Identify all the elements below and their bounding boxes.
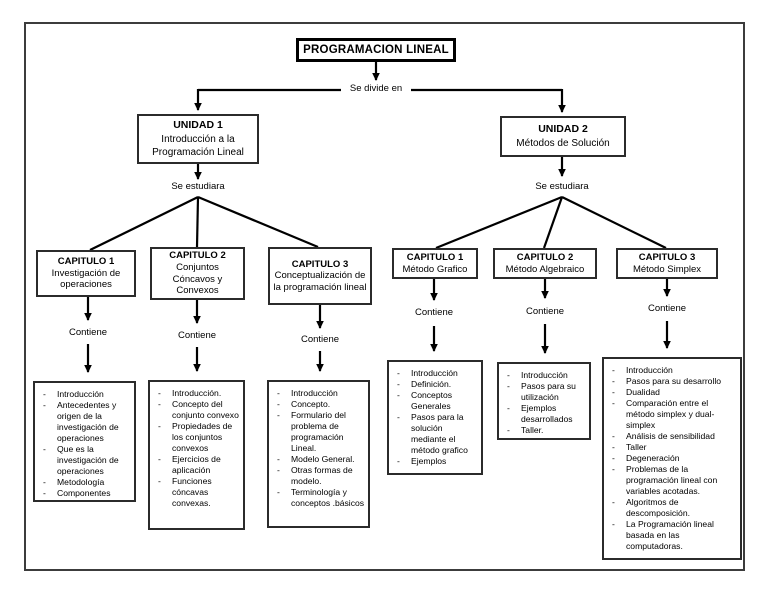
capitulo-3-right-list: IntroducciónPasos para su desarrolloDual… <box>602 357 742 560</box>
capitulo-1-right-list: IntroducciónDefinición.Conceptos General… <box>387 360 483 475</box>
capitulo-1-left-box: CAPITULO 1 Investigación de operaciones <box>36 250 136 297</box>
contains-label-1l: Contiene <box>63 327 113 338</box>
list-item: Introducción <box>604 365 737 376</box>
study-label-left: Se estudiara <box>166 181 230 192</box>
capitulo-1-left-name: CAPITULO 1 <box>57 256 115 268</box>
unidad-1-box: UNIDAD 1 Introducción a la Programación … <box>137 114 259 164</box>
list-item: Comparación entre el método simplex y du… <box>604 398 737 431</box>
contains-label-2l: Contiene <box>172 330 222 341</box>
list-item: La Programación lineal basada en las com… <box>604 519 737 552</box>
unidad-1-name: UNIDAD 1 <box>173 119 223 132</box>
list-item: Que es la investigación de operaciones <box>35 444 131 477</box>
capitulo-3-left-box: CAPITULO 3 Conceptualización de la progr… <box>268 247 372 305</box>
list-item: Dualidad <box>604 387 737 398</box>
capitulo-3-right-name: CAPITULO 3 <box>638 251 696 263</box>
contains-label-3r: Contiene <box>642 303 692 314</box>
list-item: Concepto. <box>269 399 365 410</box>
list-item: Ejemplos <box>389 456 478 467</box>
list-item: Introducción <box>269 388 365 399</box>
capitulo-3-right-topic: Método Simplex <box>632 263 702 275</box>
list-item: Pasos para su utilización <box>499 381 586 403</box>
capitulo-1-left-list: IntroducciónAntecedentes y origen de la … <box>33 381 136 502</box>
list-item: Conceptos Generales <box>389 390 478 412</box>
contains-label-1r: Contiene <box>409 307 459 318</box>
capitulo-2-right-box: CAPITULO 2 Método Algebraico <box>493 248 597 279</box>
list-item: Metodología <box>35 477 131 488</box>
unidad-2-subtitle: Métodos de Solución <box>516 137 610 149</box>
unidad-2-name: UNIDAD 2 <box>538 123 588 136</box>
contains-label-2r: Contiene <box>520 306 570 317</box>
list-item: Análisis de sensibilidad <box>604 431 737 442</box>
list-item: Ejemplos desarrollados <box>499 403 586 425</box>
capitulo-3-left-name: CAPITULO 3 <box>291 258 349 270</box>
list-item: Problemas de la programación lineal con … <box>604 464 737 497</box>
capitulo-1-right-name: CAPITULO 1 <box>406 251 464 263</box>
list-item: Modelo General. <box>269 454 365 465</box>
capitulo-2-right-name: CAPITULO 2 <box>516 251 574 263</box>
capitulo-1-left-topic: Investigación de operaciones <box>51 267 121 291</box>
list-item: Pasos para su desarrollo <box>604 376 737 387</box>
capitulo-3-left-topic: Conceptualización de la programación lin… <box>273 270 367 293</box>
list-item: Ejercicios de aplicación <box>150 454 240 476</box>
capitulo-2-right-topic: Método Algebraico <box>505 263 585 275</box>
capitulo-3-right-box: CAPITULO 3 Método Simplex <box>616 248 718 279</box>
list-item: Degeneración <box>604 453 737 464</box>
root-title-box: PROGRAMACION LINEAL <box>296 38 456 62</box>
list-item: Funciones cóncavas convexas. <box>150 476 240 509</box>
list-item: Propiedades de los conjuntos convexos <box>150 421 240 454</box>
capitulo-2-left-list: Introducción.Concepto del conjunto conve… <box>148 380 245 530</box>
list-item: Antecedentes y origen de la investigació… <box>35 400 131 444</box>
list-item: Pasos para la solución mediante el métod… <box>389 412 478 456</box>
list-item: Introducción <box>389 368 478 379</box>
list-item: Otras formas de modelo. <box>269 465 365 487</box>
capitulo-1-right-box: CAPITULO 1 Método Grafico <box>392 248 478 279</box>
list-item: Definición. <box>389 379 478 390</box>
list-item: Terminología y conceptos .básicos <box>269 487 365 509</box>
root-title-label: PROGRAMACION LINEAL <box>303 44 449 56</box>
capitulo-2-left-name: CAPITULO 2 <box>169 250 226 262</box>
contains-label-3l: Contiene <box>295 334 345 345</box>
list-item: Introducción <box>35 389 131 400</box>
unidad-1-subtitle: Introducción a la Programación Lineal <box>152 133 244 158</box>
capitulo-1-right-topic: Método Grafico <box>402 263 468 275</box>
capitulo-2-left-topic: Conjuntos Cóncavos y Convexos <box>172 261 223 297</box>
unidad-2-box: UNIDAD 2 Métodos de Solución <box>500 116 626 157</box>
study-label-right: Se estudiara <box>530 181 594 192</box>
list-item: Concepto del conjunto convexo <box>150 399 240 421</box>
list-item: Formulario del problema de programación … <box>269 410 365 454</box>
capitulo-2-right-list: IntroducciónPasos para su utilizaciónEje… <box>497 362 591 440</box>
list-item: Introducción <box>499 370 586 381</box>
list-item: Taller <box>604 442 737 453</box>
divide-label: Se divide en <box>344 83 408 94</box>
list-item: Componentes <box>35 488 131 499</box>
list-item: Algoritmos de descomposición. <box>604 497 737 519</box>
list-item: Introducción. <box>150 388 240 399</box>
capitulo-3-left-list: IntroducciónConcepto.Formulario del prob… <box>267 380 370 528</box>
capitulo-2-left-box: CAPITULO 2 Conjuntos Cóncavos y Convexos <box>150 247 245 300</box>
list-item: Taller. <box>499 425 586 436</box>
